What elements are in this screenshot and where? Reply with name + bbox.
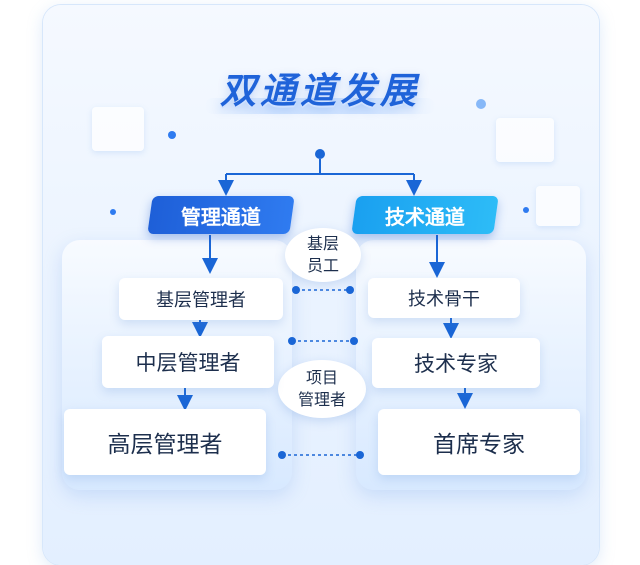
level-middle-manager: 中层管理者	[102, 336, 274, 388]
level-tech-backbone: 技术骨干	[368, 278, 520, 318]
level-tech-expert: 技术专家	[372, 338, 540, 388]
split-node	[315, 149, 325, 159]
level-senior-manager: 高层管理者	[64, 409, 266, 475]
management-channel-header: 管理通道	[147, 196, 295, 234]
page-title: 双通道发展	[219, 71, 420, 112]
doc-deco-right	[496, 118, 554, 162]
doc-deco-left	[92, 107, 144, 151]
level-junior-manager: 基层管理者	[119, 278, 283, 320]
technical-channel-header: 技术通道	[351, 196, 499, 234]
level-chief-expert: 首席专家	[378, 409, 580, 475]
bridge-node-project-manager: 项目管理者	[278, 360, 366, 418]
bridge-node-staff: 基层员工	[285, 228, 361, 282]
title-underline	[205, 98, 435, 114]
doc-deco-right-2	[536, 186, 580, 226]
